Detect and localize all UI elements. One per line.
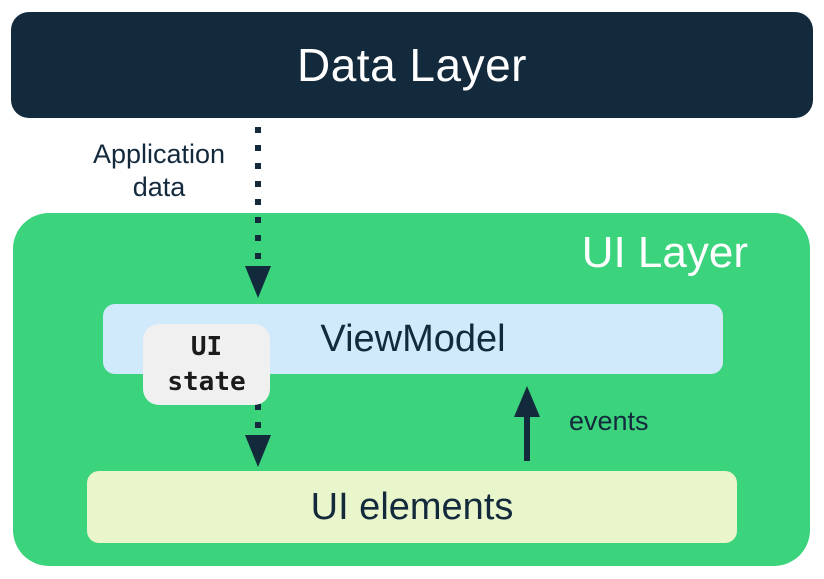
ui-elements-box: UI elements: [87, 471, 737, 543]
down-arrowhead-icon: [245, 266, 271, 298]
data-layer-box: Data Layer: [11, 12, 813, 118]
application-data-arrow-line-upper: [255, 127, 261, 263]
down-arrowhead-icon: [245, 435, 271, 467]
application-data-label: Application data: [70, 138, 248, 204]
data-layer-label: Data Layer: [296, 39, 527, 91]
ui-state-badge-line2: state: [167, 366, 246, 397]
viewmodel-label: ViewModel: [320, 317, 506, 360]
events-label: events: [569, 406, 649, 436]
application-data-label-line1: Application: [92, 139, 226, 169]
application-data-label-line2: data: [132, 172, 186, 202]
up-arrowhead-icon: [514, 386, 540, 417]
ui-layer-label: UI Layer: [581, 228, 748, 277]
ui-state-badge: UI state: [143, 324, 270, 405]
ui-elements-label: UI elements: [310, 485, 514, 528]
ui-state-badge-line1: UI: [190, 331, 223, 362]
application-data-arrow-line-lower: [255, 404, 261, 434]
events-arrow-line: [524, 410, 530, 461]
